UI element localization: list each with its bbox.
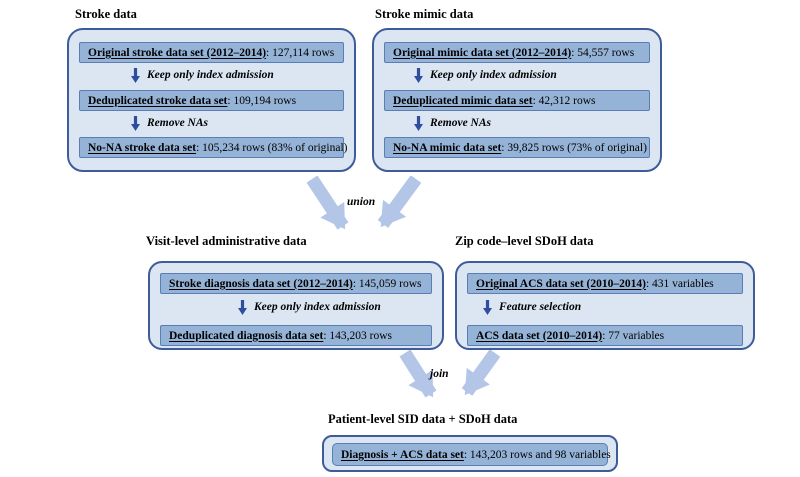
step-label: Remove NAs (147, 117, 209, 129)
step-feature-selection: Feature selection (483, 297, 581, 317)
section-title-visit-level: Visit-level administrative data (146, 234, 307, 248)
step-label: Keep only index admission (430, 69, 557, 81)
join-label: join (430, 368, 449, 380)
down-arrow-icon (414, 115, 423, 131)
down-arrow-icon (483, 299, 492, 315)
data-box-label: Deduplicated diagnosis data set (169, 329, 324, 342)
data-box-value: : 127,114 rows (266, 46, 335, 59)
down-arrow-icon (238, 299, 247, 315)
data-box-dedup-stroke: Deduplicated stroke data set : 109,194 r… (79, 90, 344, 111)
data-box-label: No-NA mimic data set (393, 141, 502, 154)
section-title-zip-sdoh: Zip code–level SDoH data (455, 234, 594, 248)
step-keep-index: Keep only index admission (131, 65, 274, 85)
data-box-value: : 77 variables (602, 329, 665, 342)
panel-stroke-mimic-data: Original mimic data set (2012–2014): 54,… (372, 28, 662, 172)
union-arrows (306, 176, 422, 230)
data-box-nona-stroke: No-NA stroke data set: 105,234 rows (83%… (79, 137, 348, 158)
data-box-label: No-NA stroke data set (88, 141, 197, 154)
section-title-stroke-mimic-data: Stroke mimic data (375, 7, 474, 21)
data-box-value: : 431 variables (645, 277, 714, 290)
panel-zip-sdoh: Original ACS data set (2010–2014): 431 v… (455, 261, 755, 350)
data-box-original-mimic: Original mimic data set (2012–2014): 54,… (384, 42, 650, 63)
step-remove-nas: Remove NAs (131, 113, 208, 133)
data-box-value: : 109,194 rows (227, 94, 297, 107)
data-box-label: Deduplicated mimic data set (393, 94, 533, 107)
data-box-label: Deduplicated stroke data set (88, 94, 228, 107)
step-keep-index: Keep only index admission (414, 65, 557, 85)
data-box-label: Original mimic data set (2012–2014) (393, 46, 572, 59)
step-label: Remove NAs (430, 117, 492, 129)
section-title-patient-level: Patient-level SID data + SDoH data (328, 412, 518, 426)
data-box-label: ACS data set (2010–2014) (476, 329, 603, 342)
data-box-value: : 105,234 rows (83% of original) (196, 141, 348, 154)
data-box-acs: ACS data set (2010–2014): 77 variables (467, 325, 743, 346)
data-box-value: : 143,203 rows (323, 329, 392, 342)
data-box-value: : 145,059 rows (352, 277, 422, 290)
data-box-label: Original stroke data set (2012–2014) (88, 46, 267, 59)
step-label: Keep only index admission (147, 69, 274, 81)
step-label: Keep only index admission (254, 301, 381, 313)
data-box-nona-mimic: No-NA mimic data set: 39,825 rows (73% o… (384, 137, 650, 158)
data-box-value: : 42,312 rows (532, 94, 596, 107)
down-arrow-icon (131, 67, 140, 83)
union-label: union (347, 196, 376, 208)
data-box-diagnosis-acs: Diagnosis + ACS data set: 143,203 rows a… (332, 443, 611, 466)
step-label: Feature selection (499, 301, 582, 313)
panel-patient-level: Diagnosis + ACS data set: 143,203 rows a… (322, 435, 618, 472)
down-arrow-icon (414, 67, 423, 83)
data-box-original-acs: Original ACS data set (2010–2014): 431 v… (467, 273, 743, 294)
data-box-label: Original ACS data set (2010–2014) (476, 277, 646, 290)
down-arrow-icon (131, 115, 140, 131)
panel-visit-level: Stroke diagnosis data set (2012–2014): 1… (148, 261, 444, 350)
data-box-stroke-diagnosis: Stroke diagnosis data set (2012–2014): 1… (160, 273, 432, 294)
data-box-original-stroke: Original stroke data set (2012–2014): 12… (79, 42, 344, 63)
data-box-dedup-mimic: Deduplicated mimic data set : 42,312 row… (384, 90, 650, 111)
data-box-label: Diagnosis + ACS data set (341, 448, 464, 461)
section-title-stroke-data: Stroke data (75, 7, 137, 21)
join-arrows (399, 350, 501, 398)
step-remove-nas: Remove NAs (414, 113, 491, 133)
data-box-label: Stroke diagnosis data set (2012–2014) (169, 277, 353, 290)
data-box-value: : 143,203 rows and 98 variables (463, 448, 611, 461)
data-box-dedup-diagnosis: Deduplicated diagnosis data set: 143,203… (160, 325, 432, 346)
panel-stroke-data: Original stroke data set (2012–2014): 12… (67, 28, 356, 172)
step-keep-index: Keep only index admission (238, 297, 381, 317)
data-box-value: : 39,825 rows (73% of original) (501, 141, 647, 154)
data-box-value: : 54,557 rows (571, 46, 635, 59)
